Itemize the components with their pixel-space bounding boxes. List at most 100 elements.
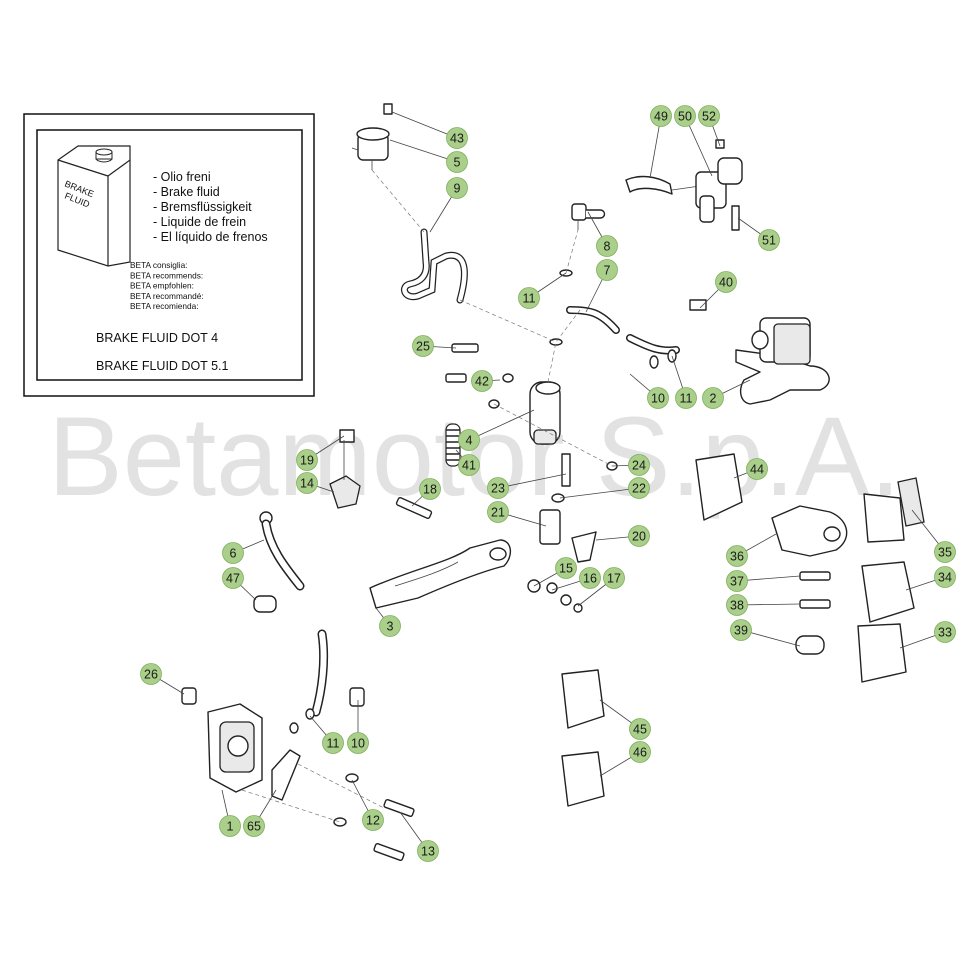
fluid-name-2: - Bremsflüssigkeit xyxy=(153,200,252,214)
callout-11: 11 xyxy=(518,287,540,309)
recommends-1: BETA recommends: xyxy=(130,270,203,280)
callout-circle xyxy=(579,567,601,589)
callout-circle xyxy=(674,105,696,127)
callout-circle xyxy=(446,127,468,149)
leader-line-50 xyxy=(684,115,713,177)
callout-circle xyxy=(446,151,468,173)
callout-39: 39 xyxy=(730,619,752,641)
callout-5: 5 xyxy=(446,151,468,173)
callout-number: 46 xyxy=(633,746,647,760)
leader-line-22 xyxy=(559,487,640,499)
callout-2: 2 xyxy=(702,387,724,409)
callout-11: 11 xyxy=(675,387,697,409)
callout-18: 18 xyxy=(419,478,441,500)
callout-circle xyxy=(629,718,651,740)
callout-number: 12 xyxy=(366,814,380,828)
callout-circle xyxy=(647,387,669,409)
callout-number: 1 xyxy=(227,820,234,834)
callout-circle xyxy=(487,501,509,523)
callout-51: 51 xyxy=(758,229,780,251)
callout-number: 26 xyxy=(144,668,158,682)
callout-number: 34 xyxy=(938,571,952,585)
leader-line-43 xyxy=(391,111,458,139)
leader-line-5 xyxy=(389,139,458,163)
callout-50: 50 xyxy=(674,105,696,127)
callout-circle xyxy=(715,271,737,293)
callout-11: 11 xyxy=(322,732,344,754)
callout-circle xyxy=(730,619,752,641)
leader-line-23 xyxy=(497,473,567,489)
callout-circle xyxy=(555,557,577,579)
callout-circle xyxy=(219,815,241,837)
callout-number: 15 xyxy=(559,562,573,576)
callout-circle xyxy=(603,567,625,589)
callout-17: 17 xyxy=(603,567,625,589)
callout-number: 47 xyxy=(226,572,240,586)
callout-22: 22 xyxy=(628,477,650,499)
callout-21: 21 xyxy=(487,501,509,523)
callout-19: 19 xyxy=(296,449,318,471)
callout-circle xyxy=(596,235,618,257)
callout-circle xyxy=(628,454,650,476)
callout-circle xyxy=(140,663,162,685)
rear-master-cylinder xyxy=(529,381,561,445)
callout-number: 8 xyxy=(604,240,611,254)
callout-41: 41 xyxy=(458,454,480,476)
callout-number: 20 xyxy=(632,530,646,544)
front-caliper xyxy=(207,703,301,801)
callout-24: 24 xyxy=(628,454,650,476)
callout-number: 51 xyxy=(762,234,776,248)
callout-number: 10 xyxy=(351,737,365,751)
callout-number: 24 xyxy=(632,459,646,473)
callout-circle xyxy=(650,105,672,127)
callout-38: 38 xyxy=(726,594,748,616)
recommends-3: BETA recommandé: xyxy=(130,291,204,301)
recommends-list: BETA consiglia:BETA recommends:BETA empf… xyxy=(130,260,204,311)
callout-14: 14 xyxy=(296,472,318,494)
brake-pedal xyxy=(369,539,511,609)
callout-circle xyxy=(628,525,650,547)
callout-20: 20 xyxy=(628,525,650,547)
callout-circle xyxy=(362,809,384,831)
callout-circle xyxy=(296,472,318,494)
callout-circle xyxy=(419,478,441,500)
callout-34: 34 xyxy=(934,566,956,588)
spec-dot4: BRAKE FLUID DOT 4 xyxy=(96,331,218,345)
callout-circle xyxy=(698,105,720,127)
banjo-fitting xyxy=(571,203,606,230)
return-spring xyxy=(445,423,461,467)
callout-3: 3 xyxy=(379,615,401,637)
callout-circle xyxy=(726,545,748,567)
recommends-2: BETA empfohlen: xyxy=(130,281,194,291)
callout-number: 11 xyxy=(327,737,340,751)
callout-number: 65 xyxy=(247,820,261,834)
rear-caliper xyxy=(689,299,830,405)
callout-circle xyxy=(322,732,344,754)
spec-dot51: BRAKE FLUID DOT 5.1 xyxy=(96,359,228,373)
callout-circle xyxy=(222,542,244,564)
brake-fluid-info-panel: BRAKE FLUID - Olio freni- Brake fluid- B… xyxy=(23,113,315,397)
callout-46: 46 xyxy=(629,741,651,763)
callout-number: 35 xyxy=(938,546,952,560)
callout-number: 5 xyxy=(454,156,461,170)
callout-circle xyxy=(758,229,780,251)
fluid-name-1: - Brake fluid xyxy=(153,185,220,199)
callout-43: 43 xyxy=(446,127,468,149)
recommends-0: BETA consiglia: xyxy=(130,260,188,270)
callout-number: 45 xyxy=(633,723,647,737)
callout-number: 42 xyxy=(475,375,489,389)
callout-number: 14 xyxy=(300,477,314,491)
callout-45: 45 xyxy=(629,718,651,740)
callout-13: 13 xyxy=(417,840,439,862)
callout-circle xyxy=(934,621,956,643)
callout-number: 17 xyxy=(607,572,621,586)
callout-47: 47 xyxy=(222,567,244,589)
callout-number: 49 xyxy=(654,110,668,124)
callout-16: 16 xyxy=(579,567,601,589)
parts-artwork xyxy=(181,103,925,862)
callout-number: 41 xyxy=(462,459,476,473)
callout-37: 37 xyxy=(726,570,748,592)
callout-circle xyxy=(471,370,493,392)
parts-bags xyxy=(561,453,915,807)
